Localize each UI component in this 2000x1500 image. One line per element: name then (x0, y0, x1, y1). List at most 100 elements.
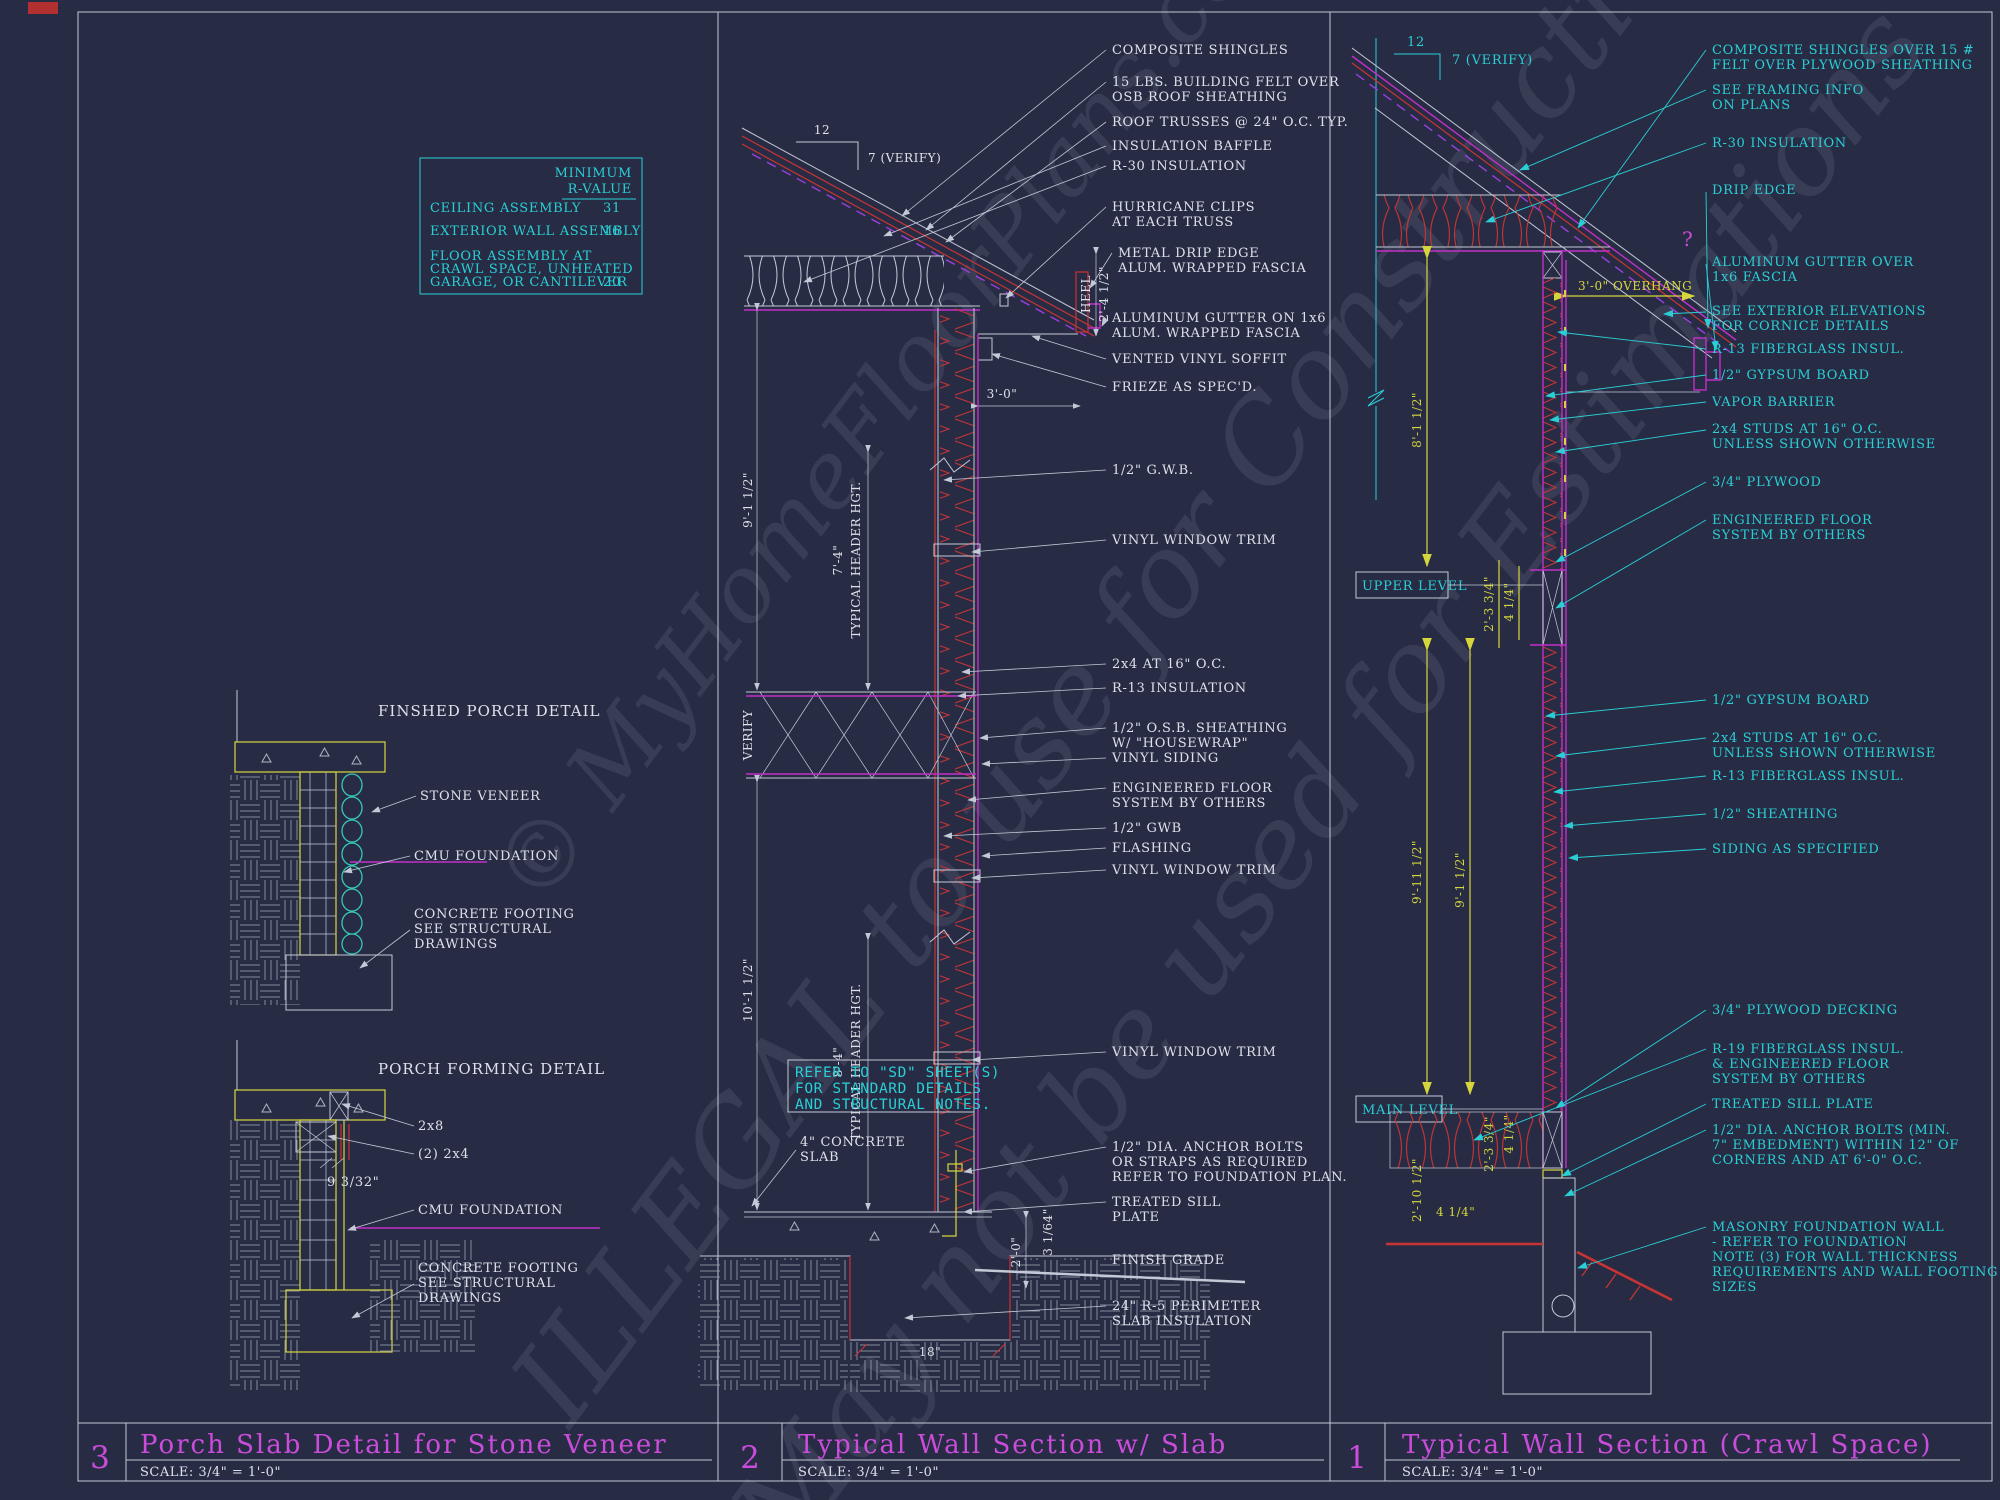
porch-forming-detail: PORCH FORMING DETAIL 2x8 (2) 2x4 9 3/32"… (230, 1040, 605, 1390)
rvalue-row-label: EXTERIOR WALL ASSEMBLY (430, 224, 641, 239)
dim-overhang: 3'-0" (987, 387, 1018, 401)
label-concrete-footing: SEE STRUCTURAL (414, 922, 552, 937)
dim-heel-label: HEEL (1079, 275, 1093, 313)
detail-number-3: 3 (90, 1440, 110, 1476)
label-r30-insulation: R-30 INSULATION (1112, 159, 1247, 174)
label-composite-shingles: COMPOSITE SHINGLES OVER 15 # (1712, 43, 1974, 58)
porch-finished-title: FINSHED PORCH DETAIL (378, 702, 600, 720)
note-line-3: AND STRUCTURAL NOTES. (795, 1097, 991, 1113)
porch-forming-title: PORCH FORMING DETAIL (378, 1060, 605, 1078)
label-2x4-studs: UNLESS SHOWN OTHERWISE (1712, 437, 1936, 452)
label-cmu-foundation: CMU FOUNDATION (414, 849, 559, 864)
label-concrete-slab: 4" CONCRETE (800, 1135, 905, 1150)
label-vinyl-siding: VINYL SIDING (1111, 751, 1219, 766)
label-plywood-decking: 3/4" PLYWOOD DECKING (1712, 1003, 1898, 1018)
upper-level-tag: UPPER LEVEL (1362, 579, 1467, 594)
label-gypsum-board: 1/2" GYPSUM BOARD (1712, 368, 1870, 383)
slab-section-drawing: 12 7 (VERIFY) HEEL 2'-4 1/2" 3'-0" (698, 123, 1246, 1392)
label-r19-insulation: & ENGINEERED FLOOR (1712, 1057, 1890, 1072)
label-r19-insulation: SYSTEM BY OTHERS (1712, 1072, 1866, 1087)
rvalue-row-value: 31 (603, 201, 621, 216)
label-r19-insulation: R-19 FIBERGLASS INSUL. (1712, 1042, 1905, 1057)
label-frieze: FRIEZE AS SPEC'D. (1112, 380, 1257, 395)
dim-wall-lower: 10'-1 1/2" (741, 958, 755, 1022)
label-roof-trusses: ROOF TRUSSES @ 24" O.C. TYP. (1112, 115, 1348, 130)
label-masonry-foundation: - REFER TO FOUNDATION (1712, 1235, 1907, 1250)
label-gypsum-board: 1/2" GYPSUM BOARD (1712, 693, 1870, 708)
detail-title-2: Typical Wall Section w/ Slab (798, 1430, 1227, 1460)
label-2x4-studs: 2x4 STUDS AT 16" O.C. (1712, 731, 1882, 746)
dim-9-3-32: 9 3/32" (327, 1175, 379, 1190)
slope-run: 7 (VERIFY) (1452, 53, 1533, 68)
dim-8-1-half: 8'-1 1/2" (1410, 392, 1424, 448)
label-aluminum-gutter: ALUMINUM GUTTER ON 1x6 (1111, 311, 1326, 326)
label-vinyl-window-trim: VINYL WINDOW TRIM (1111, 1045, 1277, 1060)
question-mark: ? (1682, 227, 1693, 251)
slope-rise: 12 (814, 123, 830, 137)
label-r13-insulation: R-13 INSULATION (1112, 681, 1247, 696)
rvalue-header-1: MINIMUM (555, 166, 632, 181)
label-gwb: 1/2" G.W.B. (1112, 463, 1194, 478)
detail-scale-2: SCALE: 3/4" = 1'-0" (798, 1465, 939, 1480)
label-anchor-bolts: CORNERS AND AT 6'-0" O.C. (1712, 1153, 1923, 1168)
label-cornice-details: FOR CORNICE DETAILS (1712, 319, 1889, 334)
label-vapor-barrier: VAPOR BARRIER (1711, 395, 1836, 410)
label-siding: SIDING AS SPECIFIED (1712, 842, 1880, 857)
rvalue-row-value: 16 (603, 224, 621, 239)
label-engineered-floor: SYSTEM BY OTHERS (1112, 796, 1266, 811)
detail-scale-3: SCALE: 3/4" = 1'-0" (140, 1465, 281, 1480)
label-2x8: 2x8 (418, 1119, 444, 1134)
slope-rise: 12 (1407, 35, 1425, 50)
dim-wall-upper: 9'-1 1/2" (741, 472, 755, 528)
label-r13-insulation: R-13 FIBERGLASS INSUL. (1712, 342, 1905, 357)
label-engineered-floor: SYSTEM BY OTHERS (1712, 528, 1866, 543)
label-masonry-foundation: NOTE (3) FOR WALL THICKNESS (1712, 1250, 1958, 1265)
rvalue-row-label: GARAGE, OR CANTILEVER (430, 275, 628, 290)
label-anchor-bolts: 7" EMBEDMENT) WITHIN 12" OF (1712, 1138, 1959, 1153)
label-masonry-foundation: SIZES (1712, 1280, 1757, 1295)
label-gwb-2: 1/2" GWB (1112, 821, 1182, 836)
label-hurricane-clips: AT EACH TRUSS (1111, 215, 1234, 230)
label-r30-insulation: R-30 INSULATION (1712, 136, 1847, 151)
label-aluminum-gutter: ALUMINUM GUTTER OVER (1711, 255, 1914, 270)
dim-upper-band: 2'-3 3/4" (1482, 576, 1496, 632)
dim-9-11-half: 9'-11 1/2" (1410, 840, 1424, 904)
label-flashing: FLASHING (1112, 841, 1192, 856)
dim-slope: 3 1/64" (1041, 1208, 1055, 1255)
label-2x4-studs: UNLESS SHOWN OTHERWISE (1712, 746, 1936, 761)
dim-stem: 2'-0" (1009, 1237, 1023, 1268)
corner-mark (28, 2, 58, 14)
dim-2-10-half: 2'-10 1/2" (1410, 1158, 1424, 1222)
label-composite-shingles: COMPOSITE SHINGLES (1112, 43, 1288, 58)
slab-section-leaders (803, 49, 1113, 1321)
label-perimeter-insulation: SLAB INSULATION (1112, 1314, 1253, 1329)
label-concrete-footing: DRAWINGS (414, 937, 498, 952)
rvalue-row-label: CEILING ASSEMBLY (430, 201, 581, 216)
dim-header-lower: 8'-4" (831, 1047, 845, 1078)
crawl-section-labels: COMPOSITE SHINGLES OVER 15 # FELT OVER P… (1711, 43, 1998, 1295)
label-cmu-foundation: CMU FOUNDATION (418, 1203, 563, 1218)
label-cornice-details: SEE EXTERIOR ELEVATIONS (1712, 304, 1926, 319)
stone-veneer-hatch (341, 773, 363, 955)
label-vinyl-window-trim: VINYL WINDOW TRIM (1111, 863, 1277, 878)
porch-finished-detail: FINSHED PORCH DETAIL STONE VENEER CMU FO… (230, 690, 600, 1011)
label-concrete-footing: CONCRETE FOOTING (414, 907, 575, 922)
label-2x4-studs: 2x4 STUDS AT 16" O.C. (1712, 422, 1882, 437)
label-concrete-slab: SLAB (800, 1150, 839, 1165)
label-masonry-foundation: MASONRY FOUNDATION WALL (1712, 1220, 1944, 1235)
sheet-border (28, 2, 1993, 1482)
dim-verify: VERIFY (741, 709, 755, 761)
dim-header-upper-label: TYPICAL HEADER HGT. (849, 481, 863, 638)
label-concrete-footing: CONCRETE FOOTING (418, 1261, 579, 1276)
label-building-felt: OSB ROOF SHEATHING (1112, 90, 1287, 105)
slope-run: 7 (VERIFY) (868, 151, 941, 165)
slab-section-labels: COMPOSITE SHINGLES 15 LBS. BUILDING FELT… (1111, 43, 1348, 1329)
label-sheathing: 1/2" SHEATHING (1712, 807, 1838, 822)
label-treated-sill: PLATE (1112, 1210, 1160, 1225)
label-masonry-foundation: REQUIREMENTS AND WALL FOOTING (1712, 1265, 1998, 1280)
rvalue-row-value: 20 (603, 275, 621, 290)
label-anchor-bolts: OR STRAPS AS REQUIRED (1112, 1155, 1308, 1170)
rvalue-header-2: R-VALUE (568, 182, 632, 197)
rvalue-row-label: CRAWL SPACE, UNHEATED (430, 262, 633, 277)
